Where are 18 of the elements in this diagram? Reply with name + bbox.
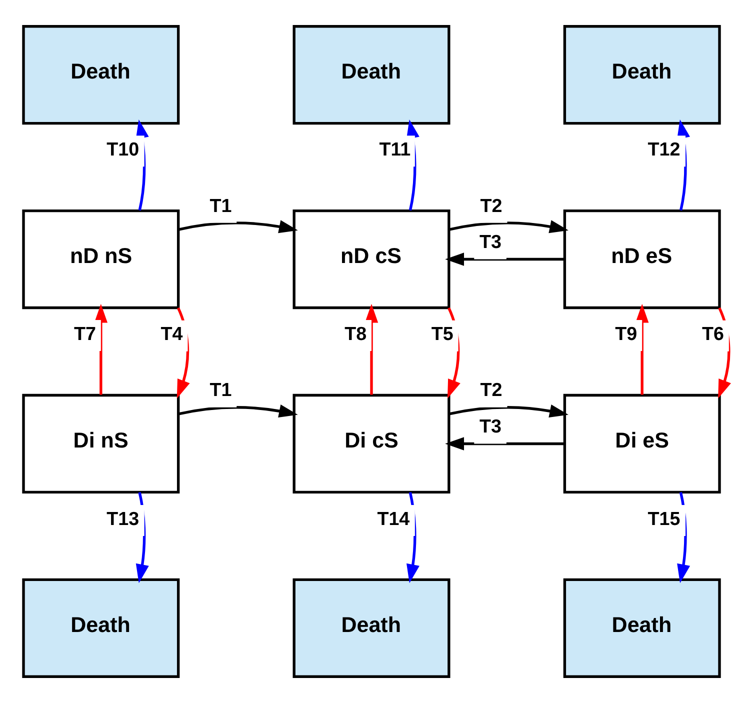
edge-label: T9 — [615, 322, 638, 344]
edge-label: T1 — [210, 194, 232, 216]
edge-label: T10 — [106, 138, 140, 159]
edge-label: T11 — [379, 138, 411, 159]
edge-label: T12 — [648, 138, 680, 159]
edge-label: T15 — [648, 507, 680, 528]
edge-label: T2 — [480, 378, 502, 400]
edge-label: T3 — [480, 415, 502, 436]
edge-label: T5 — [431, 322, 454, 344]
edge-label: T8 — [344, 322, 367, 344]
edge-label: T1 — [210, 378, 232, 400]
edge-label: T14 — [377, 507, 410, 528]
edge-label: T3 — [480, 230, 502, 252]
edge-label: T6 — [702, 322, 724, 344]
edge-label: T4 — [160, 322, 183, 344]
edge-label: T7 — [74, 322, 96, 344]
edge-label: T13 — [106, 507, 140, 528]
edge-label: T2 — [480, 194, 502, 216]
